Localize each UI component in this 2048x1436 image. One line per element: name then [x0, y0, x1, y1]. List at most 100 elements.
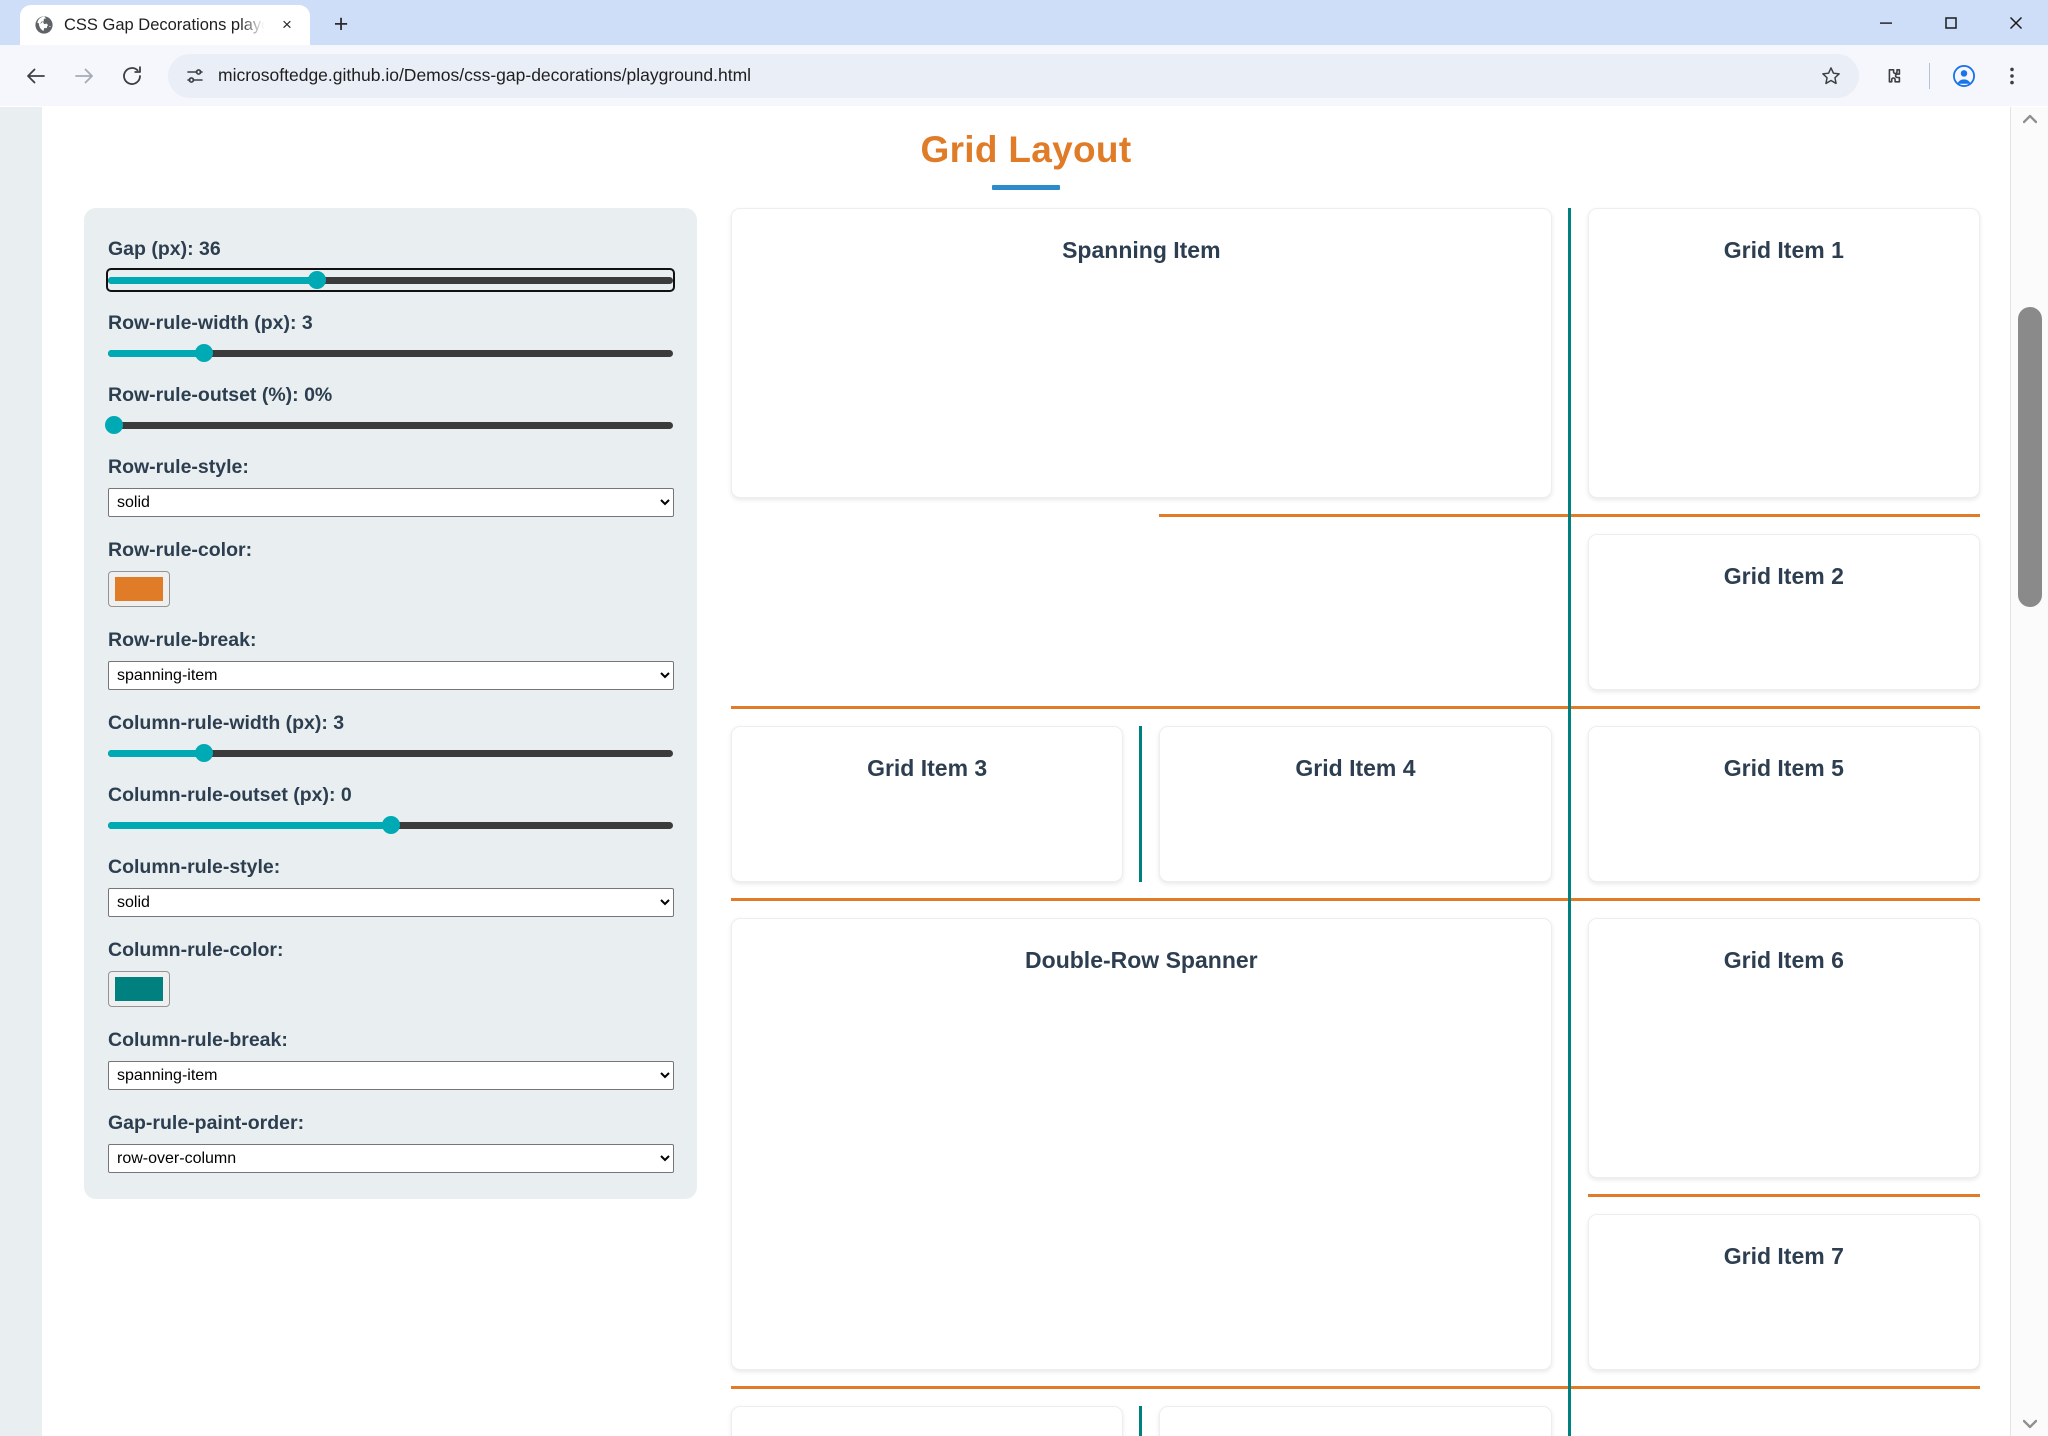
control-row-rule-width: Row-rule-width (px): 3	[108, 312, 673, 362]
profile-avatar-icon[interactable]	[1942, 54, 1986, 98]
control-label-column-rule-outset: Column-rule-outset (px): 0	[108, 784, 352, 806]
toolbar-divider	[1929, 62, 1930, 89]
minimize-button[interactable]	[1853, 0, 1918, 45]
select-row-rule-break[interactable]: nonespanning-itemintersection	[108, 661, 674, 690]
slider-thumb[interactable]	[381, 816, 400, 834]
maximize-button[interactable]	[1918, 0, 1983, 45]
tab-close-icon[interactable]: ×	[282, 15, 292, 34]
slider-thumb[interactable]	[104, 416, 123, 434]
grid-item-label: Grid Item 5	[1723, 755, 1844, 781]
grid-item-label: Grid Item 1	[1723, 237, 1844, 263]
control-row-rule-break: Row-rule-break: nonespanning-itemintersec…	[108, 629, 674, 690]
slider-track	[108, 350, 673, 357]
slider-fill	[108, 750, 205, 757]
slider-fill	[108, 822, 391, 829]
grid-item: Grid Item 5	[1587, 726, 1980, 882]
slider-track	[108, 422, 673, 429]
row-rule-2-full	[731, 898, 1980, 901]
site-settings-icon[interactable]	[182, 63, 208, 89]
page-content: Gap (px): 36 Row-rule-width (px): 3 Row-ru…	[42, 190, 2010, 1436]
grid-item: Grid Item 2	[1587, 534, 1980, 690]
grid-item: Grid Item 4	[1159, 726, 1552, 882]
grid-item-label: Spanning Item	[1062, 237, 1221, 263]
new-tab-button[interactable]: +	[333, 9, 349, 38]
grid-item-label: Grid Item 2	[1723, 563, 1844, 589]
url-text: microsoftedge.github.io/Demos/css-gap-de…	[218, 65, 752, 85]
color-swatch	[115, 577, 163, 601]
page-viewport: Grid Layout Gap (px): 36 Row-rule-width (…	[0, 107, 2048, 1436]
globe-icon	[34, 15, 54, 35]
select-gap-rule-paint-order[interactable]: row-over-columncolumn-over-row	[108, 1144, 674, 1173]
reload-icon[interactable]	[110, 54, 154, 98]
three-dot-menu-icon[interactable]	[1990, 54, 2034, 98]
color-swatch	[115, 977, 163, 1001]
grid-demo: Spanning Item Grid Item 1 Grid Item 2 Grid …	[731, 208, 1980, 1436]
slider-gap[interactable]	[106, 268, 675, 292]
row-rule-4-full	[731, 1386, 1980, 1389]
puzzle-piece-icon[interactable]	[1873, 54, 1917, 98]
window-controls	[1853, 0, 2048, 45]
control-label-row-rule-color: Row-rule-color:	[108, 539, 253, 561]
control-label-row-rule-width: Row-rule-width (px): 3	[108, 312, 313, 334]
slider-row-rule-outset[interactable]	[104, 416, 673, 434]
grid-item: Grid Item 8	[731, 1406, 1124, 1436]
color-picker-row-rule-color[interactable]	[108, 571, 170, 607]
address-bar[interactable]: microsoftedge.github.io/Demos/css-gap-de…	[168, 53, 1859, 98]
web-page: Grid Layout Gap (px): 36 Row-rule-width (…	[42, 107, 2010, 1436]
slider-column-rule-outset[interactable]	[108, 816, 673, 834]
control-label-column-rule-style: Column-rule-style:	[108, 856, 281, 878]
close-window-button[interactable]	[1983, 0, 2048, 45]
select-column-rule-break[interactable]: nonespanning-itemintersection	[108, 1061, 674, 1090]
demo-grid: Spanning Item Grid Item 1 Grid Item 2 Grid …	[731, 208, 1980, 1436]
control-column-rule-outset: Column-rule-outset (px): 0	[108, 784, 673, 834]
vertical-scrollbar[interactable]	[2010, 107, 2048, 1436]
grid-item-label: Grid Item 6	[1723, 947, 1844, 973]
page-title: Grid Layout	[920, 129, 1132, 170]
color-picker-column-rule-color[interactable]	[108, 971, 170, 1007]
scroll-up-arrow-icon[interactable]	[2011, 107, 2048, 131]
control-gap: Gap (px): 36	[106, 238, 675, 292]
control-row-rule-color: Row-rule-color:	[108, 539, 673, 607]
tab-title: CSS Gap Decorations playground	[64, 15, 264, 34]
control-label-row-rule-break: Row-rule-break:	[108, 629, 257, 651]
control-label-gap: Gap (px): 36	[108, 238, 221, 260]
browser-tab[interactable]: CSS Gap Decorations playground ×	[20, 5, 310, 45]
control-row-rule-outset: Row-rule-outset (%): 0%	[104, 384, 673, 434]
slider-thumb[interactable]	[308, 271, 327, 289]
grid-item: Grid Item 7	[1587, 1214, 1980, 1370]
grid-item: Grid Item 6	[1587, 918, 1980, 1178]
tab-strip: CSS Gap Decorations playground × +	[0, 0, 2048, 45]
grid-item: Grid Item 1	[1587, 208, 1980, 498]
slider-track	[108, 277, 673, 284]
select-column-rule-style[interactable]: nonesoliddasheddotteddoublegrooveridgein…	[108, 888, 674, 917]
star-icon[interactable]	[1811, 56, 1851, 96]
controls-panel: Gap (px): 36 Row-rule-width (px): 3 Row-ru…	[84, 208, 697, 1199]
scroll-down-arrow-icon[interactable]	[2011, 1412, 2048, 1436]
control-label-gap-rule-paint-order: Gap-rule-paint-order:	[108, 1112, 305, 1134]
slider-thumb[interactable]	[195, 344, 214, 362]
grid-item-label: Grid Item 3	[867, 755, 988, 781]
control-gap-rule-paint-order: Gap-rule-paint-order: row-over-columncolu…	[108, 1112, 674, 1173]
scrollbar-thumb[interactable]	[2018, 307, 2042, 607]
slider-fill	[108, 350, 205, 357]
column-rule-2-full	[1567, 208, 1571, 1436]
select-row-rule-style[interactable]: nonesoliddasheddotteddoublegrooveridgein…	[108, 488, 674, 517]
forward-arrow-icon[interactable]	[62, 54, 106, 98]
column-rule-1-row6	[1139, 1406, 1143, 1436]
slider-column-rule-width[interactable]	[108, 744, 673, 762]
slider-fill	[108, 277, 318, 284]
control-column-rule-style: Column-rule-style: nonesoliddasheddottedd…	[108, 856, 674, 917]
control-column-rule-width: Column-rule-width (px): 3	[108, 712, 673, 762]
control-label-column-rule-width: Column-rule-width (px): 3	[108, 712, 345, 734]
slider-track	[108, 750, 673, 757]
back-arrow-icon[interactable]	[14, 54, 58, 98]
control-label-row-rule-style: Row-rule-style:	[108, 456, 249, 478]
control-column-rule-color: Column-rule-color:	[108, 939, 673, 1007]
slider-thumb[interactable]	[195, 744, 214, 762]
browser-toolbar: microsoftedge.github.io/Demos/css-gap-de…	[0, 45, 2048, 107]
control-label-column-rule-break: Column-rule-break:	[108, 1029, 288, 1051]
grid-item-label: Double-Row Spanner	[1025, 947, 1258, 973]
grid-item-label: Grid Item 7	[1723, 1243, 1844, 1269]
slider-row-rule-width[interactable]	[108, 344, 673, 362]
